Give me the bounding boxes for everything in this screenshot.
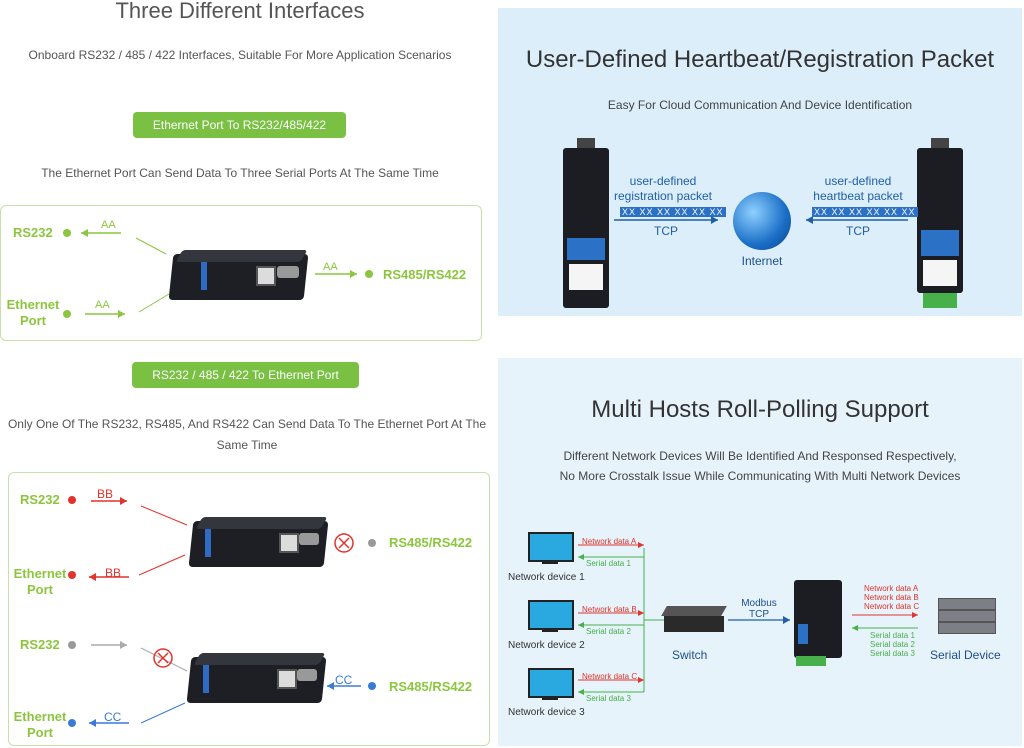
device-right-image [917,138,963,308]
registration-bytes: XX XX XX XX XX XX [620,207,726,217]
modbus-tcp-label: Modbus TCP [734,598,784,620]
heartbeat-arrows [614,216,908,224]
serial-device-icon [938,598,996,636]
tcp-right: TCP [846,224,870,238]
roll-sub-line1: Different Network Devices Will Be Identi… [563,449,957,463]
converter-device-image [168,246,309,304]
section2-desc-line2: Same Time [216,438,278,452]
device-left-image [563,138,609,308]
ethernet-label-line2: Port [27,582,53,597]
left-title: Three Different Interfaces [115,0,365,23]
section1-description: The Ethernet Port Can Send Data To Three… [41,166,439,180]
rs485-label-bottom: RS485/RS422 [389,679,473,694]
ethernet-label-line1: Ethernet [13,709,67,724]
right-ser-3: Serial data 3 [870,649,915,658]
right-net-b: Network data B [864,593,919,602]
heartbeat-packet-label: user-defined heartbeat packet [808,174,908,204]
right-ser-1: Serial data 1 [870,631,915,640]
net-data-b-label: Network data B [582,605,637,614]
device-3-label: Network device 3 [508,707,585,718]
roll-polling-subtitle: Different Network Devices Will Be Identi… [498,446,1022,486]
diagram-1-lines [63,229,373,318]
ethernet-label-line2: Port [27,725,53,740]
left-subtitle: Onboard RS232 / 485 / 422 Interfaces, Su… [28,48,452,62]
modbus-line1: Modbus [741,598,777,609]
right-net-c: Network data C [864,602,920,611]
switch-icon [661,606,727,634]
internet-globe-icon [733,192,791,250]
internet-label: Internet [741,254,783,268]
monitor-icon-1 [528,532,574,566]
ethernet-label-line1: Ethernet [13,566,67,581]
ser-data-1-label: Serial data 1 [586,559,631,568]
heartbeat-subtitle: Easy For Cloud Communication And Device … [607,98,913,112]
tcp-left: TCP [654,224,678,238]
rs232-label: RS232 [13,225,53,240]
serial-to-ethernet-pill: RS232 / 485 / 422 To Ethernet Port [132,362,359,388]
right-ser-data-list: Serial data 1 Serial data 2 Serial data … [870,631,915,658]
monitor-icon-3 [528,668,574,702]
rs485-label-top: RS485/RS422 [389,535,473,550]
diagram-box-1: RS232 AA Ethernet Port AA AA RS485/RS422 [0,205,482,341]
bb-label-top: BB [97,487,114,501]
right-net-data-list: Network data A Network data B Network da… [864,584,919,611]
hb-line1: user-defined [824,174,892,188]
ethernet-port-label-blue: Ethernet Port [11,709,69,741]
ethernet-port-label: Ethernet Port [5,297,61,329]
converter-device-image-bottom [186,649,327,707]
net-data-c-label: Network data C [582,672,638,681]
roll-polling-panel: Multi Hosts Roll-Polling Support Differe… [498,358,1022,746]
section2-desc-line1: Only One Of The RS232, RS485, And RS422 … [7,417,487,431]
ethernet-label-line1: Ethernet [6,297,60,312]
diagram-2-lines [68,496,376,727]
cc-label-right: CC [335,673,353,687]
net-data-a-label: Network data A [582,537,637,546]
device-2-label: Network device 2 [508,640,585,651]
reg-line2: registration packet [613,189,713,203]
heartbeat-bytes: XX XX XX XX XX XX [812,207,918,217]
converter-device-image-top [188,513,329,571]
ethernet-to-serial-pill: Ethernet Port To RS232/485/422 [133,112,346,138]
diagram-box-2: RS232 BB Ethernet Port BB RS485/RS422 RS… [8,472,490,746]
ethernet-port-label-red: Ethernet Port [11,566,69,598]
bb-label-bottom: BB [105,566,122,580]
registration-packet-label: user-defined registration packet [613,174,713,204]
switch-label: Switch [672,648,708,662]
aa-label-top: AA [101,219,116,231]
heartbeat-panel: User-Defined Heartbeat/Registration Pack… [498,8,1022,316]
pill-label: RS232 / 485 / 422 To Ethernet Port [152,368,339,382]
right-net-a: Network data A [864,584,919,593]
converter-device-vertical [790,580,846,666]
right-ser-2: Serial data 2 [870,640,915,649]
section2-description: Only One Of The RS232, RS485, And RS422 … [0,414,494,456]
ethernet-label-line2: Port [20,313,46,328]
aa-label-right: AA [323,261,338,273]
modbus-line2: TCP [749,609,769,620]
rs232-label-red: RS232 [20,492,60,507]
aa-label-bottom: AA [95,299,110,311]
device-1-label: Network device 1 [508,572,585,583]
roll-polling-lines [578,542,918,695]
ser-data-2-label: Serial data 2 [586,627,631,636]
serial-device-label: Serial Device [930,648,1001,662]
reg-line1: user-defined [629,174,697,188]
rs232-label-gray: RS232 [20,637,60,652]
hb-line2: heartbeat packet [813,189,903,203]
roll-polling-title: Multi Hosts Roll-Polling Support [591,396,929,423]
cc-label-left: CC [104,710,122,724]
roll-sub-line2: No More Crosstalk Issue While Communicat… [559,469,961,483]
heartbeat-title: User-Defined Heartbeat/Registration Pack… [525,46,995,73]
rs485-label: RS485/RS422 [383,267,467,282]
pill-label: Ethernet Port To RS232/485/422 [152,118,327,132]
ser-data-3-label: Serial data 3 [586,694,631,703]
monitor-icon-2 [528,600,574,634]
